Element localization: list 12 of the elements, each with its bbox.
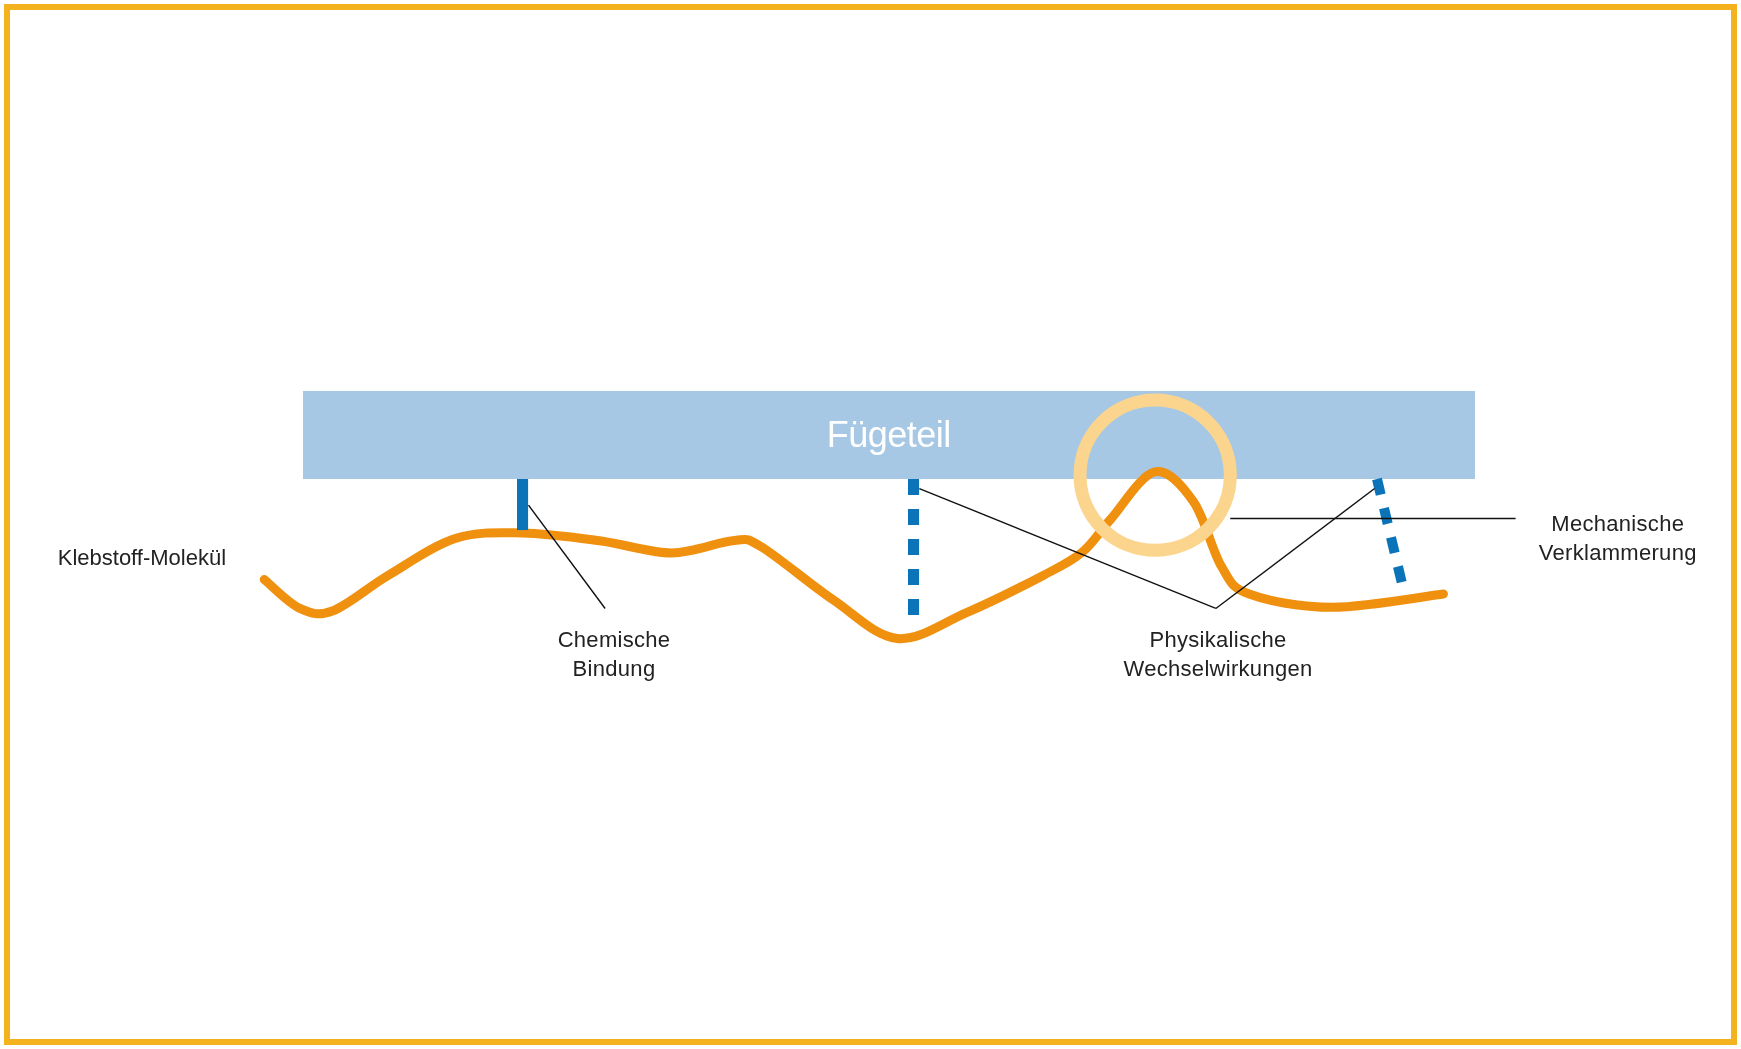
dashed-bond-bar <box>1372 478 1408 586</box>
leader-line <box>918 487 1217 610</box>
leader-line <box>1229 517 1517 520</box>
callout-label: Physikalische Wechselwirkungen <box>1123 625 1313 684</box>
highlight-ring <box>1072 393 1237 558</box>
molecule-label: Klebstoff-Molekül <box>57 545 227 572</box>
leader-line <box>1215 487 1376 610</box>
bond-bar <box>517 478 529 530</box>
callout-label: Mechanische Verklammerung <box>1538 508 1697 567</box>
leader-line <box>527 504 606 610</box>
adherend-band: Fügeteil <box>303 390 1475 479</box>
callout-label: Chemische Bindung <box>557 625 671 684</box>
